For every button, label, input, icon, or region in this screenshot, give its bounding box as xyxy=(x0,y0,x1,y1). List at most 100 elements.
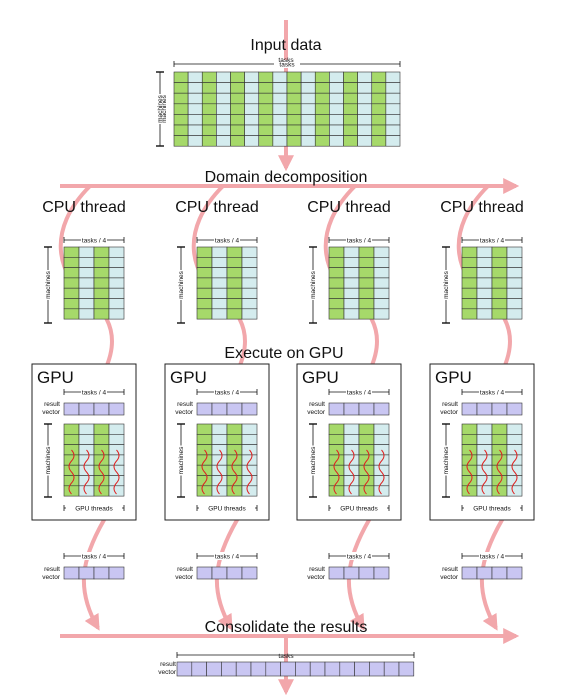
cpu-tasks-bracket-label-bg xyxy=(214,236,240,244)
gpu-grid-cell xyxy=(506,485,523,497)
cpu-grid-cell xyxy=(78,277,95,289)
cpu-grid-cell xyxy=(211,287,228,299)
input-grid-cell xyxy=(216,124,231,136)
input-grid-cell xyxy=(244,124,260,136)
gpu-grid-cell xyxy=(78,433,95,445)
gpu-thread-squiggle xyxy=(83,449,90,495)
gpu-tasks-bracket-label-bg xyxy=(214,388,240,396)
gpu-grid-cell xyxy=(211,454,228,466)
gpu-grid-cell xyxy=(196,475,213,487)
cpu-grid-cell xyxy=(506,308,523,320)
out-result-vector-cell xyxy=(358,566,375,580)
input-grid-cell xyxy=(272,135,288,147)
input-grid-cell xyxy=(201,82,217,94)
final-result-vector-cell xyxy=(309,661,326,677)
gpu-result-label: result xyxy=(309,401,325,408)
cpu-grid-cell xyxy=(506,287,523,299)
gpu-vector-label: vector xyxy=(307,409,326,416)
cpu-grid-cell xyxy=(93,256,110,268)
input-grid-cell xyxy=(201,124,217,136)
out-result-vector-cell xyxy=(241,566,258,580)
gpu-tasks-bracket-label: tasks / 4 xyxy=(215,390,240,397)
cpu-grid-cell xyxy=(328,246,345,258)
gpu-result-vector-cell xyxy=(506,402,523,416)
domain-decomposition-label: Domain decomposition xyxy=(205,169,368,186)
cpu-grid-cell xyxy=(506,256,523,268)
gpu-grid-cell xyxy=(358,475,375,487)
gpu-machines-bracket-label-bg xyxy=(309,445,317,476)
input-grid-cell xyxy=(201,71,217,83)
gpu-grid-cell xyxy=(63,475,80,487)
cpu-grid-cell xyxy=(491,277,508,289)
input-grid-cell xyxy=(371,124,387,136)
gpu-grid-cell xyxy=(461,454,478,466)
input-grid-cell xyxy=(300,82,316,94)
input-grid-cell xyxy=(357,92,373,105)
cpu-grid-cell xyxy=(476,298,493,310)
gpu-result-vector-cell xyxy=(343,402,360,416)
gpu-grid-cell xyxy=(358,485,375,497)
input-grid-cell xyxy=(314,82,330,94)
cpu-grid-cell xyxy=(491,287,508,299)
input-grid-cell xyxy=(201,135,217,147)
gpu-grid-cell xyxy=(506,454,523,466)
gpu-grid-cell xyxy=(108,454,125,466)
gpu-grid-cell xyxy=(476,423,493,435)
gpu-grid-cell xyxy=(343,423,360,435)
input-grid-cell xyxy=(187,92,203,105)
cpu-grid-cell xyxy=(491,246,508,258)
gpu-machines-bracket-label-bg xyxy=(442,445,450,476)
gpu-grid-cell xyxy=(108,444,125,456)
gpu-grid-cell xyxy=(241,485,258,497)
cpu-grid-cell xyxy=(93,246,110,258)
input-data-title: Input data xyxy=(250,37,321,54)
gpu-grid-cell xyxy=(491,423,508,435)
cpu-grid-cell xyxy=(226,267,243,279)
gpu-grid-cell xyxy=(328,475,345,487)
gpu-grid-cell xyxy=(506,444,523,456)
input-grid-cell xyxy=(329,71,344,83)
gpu-grid-cell xyxy=(373,475,390,487)
gpu-grid-cell xyxy=(491,454,508,466)
gpu-grid-cell xyxy=(196,485,213,497)
cpu-tasks-bracket-label-bg xyxy=(346,236,372,244)
input-grid-cell xyxy=(286,103,302,115)
gpu-result-vector-cell xyxy=(491,402,508,416)
out-vector-label: vector xyxy=(42,574,61,581)
gpu-grid-cell xyxy=(211,475,228,487)
cpu-grid-cell xyxy=(328,308,345,320)
input-grid-cell xyxy=(314,71,330,83)
input-tasks-bracket-label-bg xyxy=(274,60,300,68)
cpu-grid-cell xyxy=(196,298,213,310)
input-grid-cell xyxy=(357,114,373,126)
gpu-thread-squiggle xyxy=(333,449,340,495)
cpu-tasks-bracket-label: tasks / 4 xyxy=(215,238,240,245)
gpu-grid-cell xyxy=(63,464,80,476)
out-tasks-bracket-label: tasks / 4 xyxy=(215,554,240,561)
gpu-thread-squiggle xyxy=(348,449,355,495)
final-result-vector-cell xyxy=(191,661,207,677)
cpu-grid-cell xyxy=(358,298,375,310)
cpu-grid-cell xyxy=(343,277,360,289)
gpu-grid-cell xyxy=(343,444,360,456)
gpu-result-label: result xyxy=(442,401,458,408)
input-grid-cell xyxy=(357,103,373,115)
cpu-grid-cell xyxy=(328,287,345,299)
out-result-vector-cell xyxy=(476,566,493,580)
input-grid-cell xyxy=(173,71,189,83)
cpu-grid-cell xyxy=(343,287,360,299)
out-result-vector-cell xyxy=(226,566,243,580)
gpu-grid-cell xyxy=(196,423,213,435)
gpu-grid-cell xyxy=(108,433,125,445)
gpu-thread-squiggle xyxy=(246,449,253,495)
gpu-grid-cell xyxy=(491,444,508,456)
out-result-vector-cell xyxy=(461,566,478,580)
gpu-grid-cell xyxy=(241,464,258,476)
gpu-tasks-bracket-label-bg xyxy=(346,388,372,396)
gpu-vector-label: vector xyxy=(440,409,459,416)
final-result-vector-cell xyxy=(250,661,267,677)
gpu-grid-cell xyxy=(78,464,95,476)
input-grid-cell xyxy=(201,114,217,126)
input-grid-cell xyxy=(258,71,274,83)
